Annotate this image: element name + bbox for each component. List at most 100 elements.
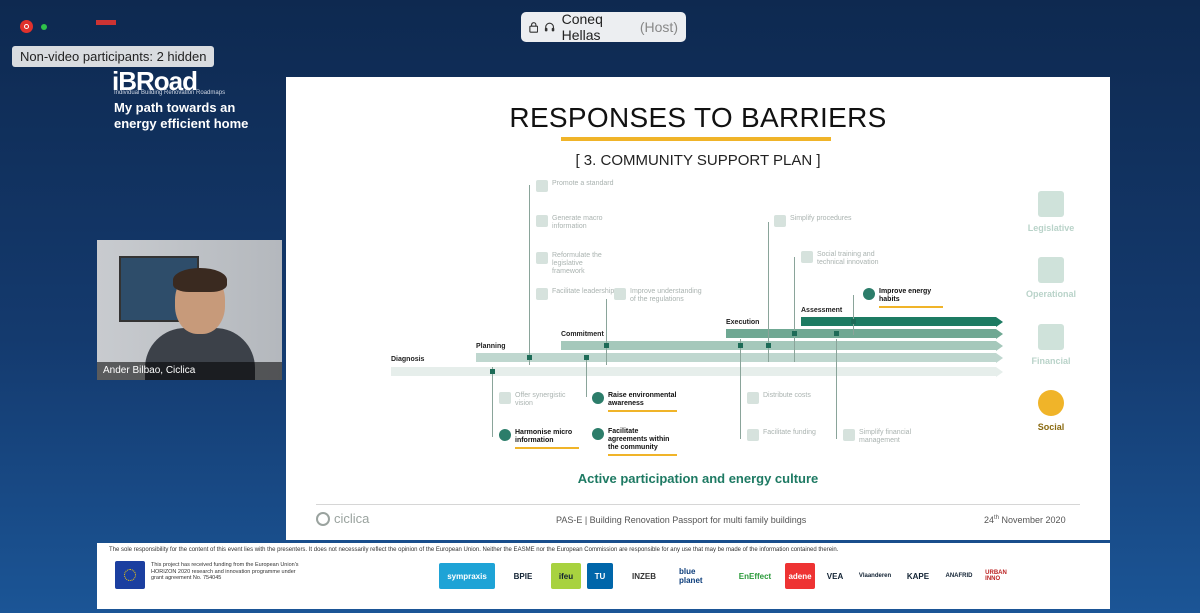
item-reformulate-framework: Reformulate the legislative framework: [536, 252, 616, 276]
item-promote-standard: Promote a standard: [536, 180, 616, 192]
partner-logo: ifeu: [551, 563, 581, 589]
tools-icon: [499, 392, 511, 404]
ciclica-logo: ciclica: [316, 511, 369, 526]
connector-dot: [490, 369, 495, 374]
connector-dot: [834, 331, 839, 336]
connector-line: [606, 299, 607, 365]
diagnosis-arrow: [996, 367, 1003, 377]
partner-logo: blue planet: [679, 567, 703, 585]
euro-icon: [747, 429, 759, 441]
record-icon[interactable]: [20, 20, 33, 33]
commitment-arrow: [996, 341, 1003, 351]
connector-line: [794, 257, 795, 362]
ibroad-logo: iBRoad: [112, 66, 198, 96]
eu-flag-icon: [115, 561, 145, 589]
item-facilitate-agreements: Facilitate agreements within the communi…: [592, 428, 677, 456]
connector-dot: [527, 355, 532, 360]
item-simplify-financial: Simplify financial management: [843, 429, 933, 445]
item-improve-understanding: Improve understanding of the regulations: [614, 288, 704, 304]
euro-icon: [1038, 324, 1064, 350]
item-facilitate-leadership: Facilitate leadership: [536, 288, 616, 300]
diagnosis-bar: [391, 367, 996, 376]
planning-arrow: [996, 353, 1003, 363]
status-dot-icon: [41, 23, 47, 30]
connector-dot: [766, 343, 771, 348]
people-icon: [592, 428, 604, 440]
partner-logo: INZEB: [632, 571, 656, 581]
connector-line: [529, 185, 530, 365]
item-synergistic-vision: Offer synergistic vision: [499, 392, 579, 408]
people-icon: [863, 288, 875, 300]
stage-assessment: Assessment: [801, 307, 843, 314]
shared-slide: RESPONSES TO BARRIERS [ 3. COMMUNITY SUP…: [286, 77, 1110, 540]
connector-dot: [604, 343, 609, 348]
host-indicator[interactable]: Coneq Hellas (Host): [521, 11, 686, 43]
item-simplify-procedures: Simplify procedures: [774, 215, 854, 227]
tools-icon: [801, 251, 813, 263]
partner-logos: sympraxis BPIE ifeu TU INZEB blue planet…: [439, 563, 1009, 589]
partner-logo: ANAFRID: [945, 573, 973, 579]
lock-icon: [529, 22, 539, 33]
slide-footer-date: 24th November 2020: [984, 515, 1066, 525]
ciclica-ring-icon: [316, 511, 330, 526]
participant-video[interactable]: Ander Bilbao, Ciclica: [97, 240, 282, 380]
partner-logo: KAPE: [906, 571, 930, 581]
partner-logo: sympraxis: [439, 563, 495, 589]
category-operational: Operational: [1016, 257, 1086, 299]
headset-icon: [545, 22, 555, 31]
connector-line: [586, 357, 587, 397]
commitment-bar: [561, 341, 996, 350]
footer-divider: [316, 504, 1080, 505]
item-generate-macro-info: Generate macro information: [536, 215, 616, 231]
document-icon: [1038, 191, 1064, 217]
window-controls: [20, 20, 47, 33]
connector-line: [740, 339, 741, 439]
stage-commitment: Commitment: [561, 331, 604, 338]
disclaimer-text: The sole responsibility for the content …: [109, 547, 839, 553]
tools-icon: [1038, 257, 1064, 283]
partner-logo: VEA: [826, 571, 844, 581]
host-name: Coneq Hellas: [561, 11, 603, 43]
execution-arrow: [996, 329, 1003, 339]
live-indicator: [96, 20, 116, 25]
host-role: (Host): [639, 19, 678, 35]
stage-execution: Execution: [726, 319, 760, 326]
participant-name: Ander Bilbao, Ciclica: [97, 362, 282, 380]
item-harmonise-micro-info: Harmonise micro information: [499, 429, 579, 449]
tools-icon: [536, 180, 548, 192]
category-financial: Financial: [1016, 324, 1086, 366]
tools-icon: [774, 215, 786, 227]
connector-line: [836, 339, 837, 439]
assessment-arrow: [996, 317, 1003, 327]
item-improve-energy-habits: Improve energy habits: [863, 288, 943, 308]
item-social-training: Social training and technical innovation: [801, 251, 891, 267]
category-social: Social: [1016, 390, 1086, 432]
planning-bar: [476, 353, 996, 362]
slide-title: RESPONSES TO BARRIERS: [509, 102, 887, 133]
category-legislative: Legislative: [1016, 191, 1086, 233]
slide-subtitle: [ 3. COMMUNITY SUPPORT PLAN ]: [575, 152, 821, 169]
item-distribute-costs: Distribute costs: [747, 392, 817, 404]
funding-strip: The sole responsibility for the content …: [97, 543, 1110, 609]
connector-line: [768, 222, 769, 362]
slide-footer-text: PAS-E | Building Renovation Passport for…: [556, 515, 807, 525]
document-icon: [536, 288, 548, 300]
connector-dot: [792, 331, 797, 336]
partner-logo: adene: [785, 563, 815, 589]
partner-logo: EnEffect: [738, 571, 772, 581]
item-facilitate-funding: Facilitate funding: [747, 429, 817, 441]
connector-line: [853, 295, 854, 335]
people-icon: [592, 392, 604, 404]
connector-dot: [584, 355, 589, 360]
euro-icon: [747, 392, 759, 404]
partner-logo: URBAN INNO: [985, 570, 1007, 582]
funding-text: This project has received funding from t…: [151, 562, 299, 581]
connector-line: [492, 367, 493, 437]
slide-tagline: Active participation and energy culture: [577, 471, 819, 486]
connector-dot: [738, 343, 743, 348]
ibroad-logo-subtitle: Individual Building Renovation Roadmaps: [114, 90, 226, 96]
document-icon: [614, 288, 626, 300]
title-underline: [561, 137, 831, 141]
partner-logo: Vlaanderen: [858, 573, 892, 579]
item-raise-awareness: Raise environmental awareness: [592, 392, 677, 412]
